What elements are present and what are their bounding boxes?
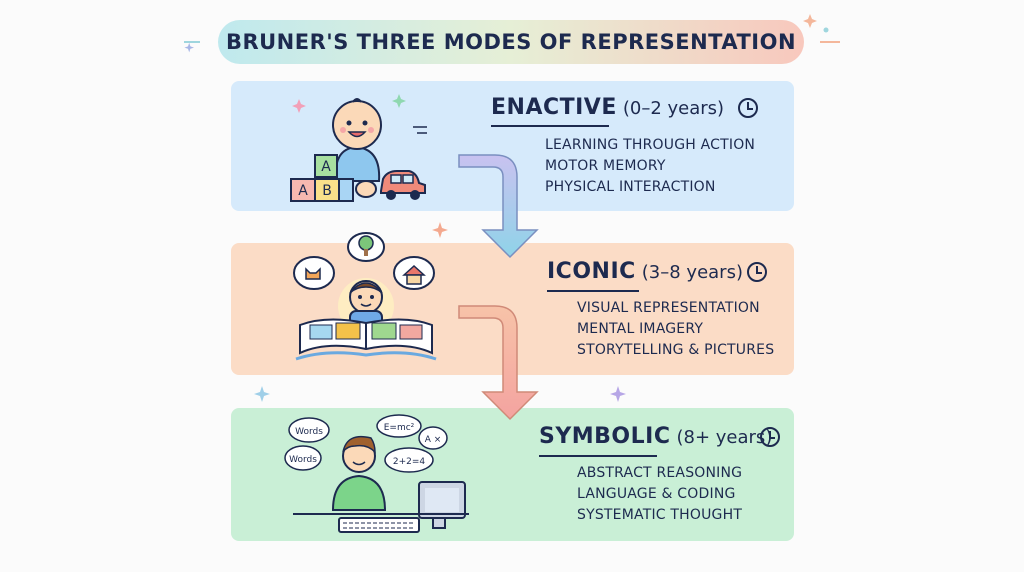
list-item: LANGUAGE & CODING <box>577 486 736 502</box>
clock-icon <box>760 427 780 447</box>
speech-bubble: Words <box>284 445 322 471</box>
speech-bubble: Words <box>288 417 330 443</box>
sparkle-decoration <box>803 14 840 43</box>
cat-icon <box>293 256 335 290</box>
sparkle-decoration <box>254 386 270 402</box>
house-icon <box>393 256 435 290</box>
svg-text:Words: Words <box>289 455 317 465</box>
stage-items: LEARNING THROUGH ACTION MOTOR MEMORY PHY… <box>545 135 755 198</box>
sparkle-icon <box>392 94 406 108</box>
stage-items: ABSTRACT REASONING LANGUAGE & CODING SYS… <box>577 463 742 526</box>
stage-title-enactive: ENACTIVE (0–2 years) <box>491 95 724 120</box>
alphabet-blocks: A A B <box>290 154 354 202</box>
list-item: PHYSICAL INTERACTION <box>545 179 716 195</box>
sparkle-icon <box>292 99 306 113</box>
stage-name: ICONIC <box>547 259 636 284</box>
toy-car-icon <box>380 170 426 200</box>
list-item: SYSTEMATIC THOUGHT <box>577 507 743 523</box>
computer-icon <box>418 481 466 529</box>
stage-age: (8+ years) <box>676 427 773 448</box>
clock-icon <box>747 262 767 282</box>
reading-child-illustration <box>293 232 437 361</box>
open-book-icon <box>295 318 437 361</box>
list-item: STORYTELLING & PICTURES <box>577 342 775 358</box>
list-item: MENTAL IMAGERY <box>577 321 704 337</box>
sparkle-decoration <box>610 386 626 402</box>
title-underline <box>539 455 657 457</box>
speech-bubble: E=mc² <box>376 414 422 438</box>
clock-icon <box>738 98 758 118</box>
svg-text:Words: Words <box>295 427 323 437</box>
svg-text:E=mc²: E=mc² <box>384 423 415 433</box>
title-underline <box>547 290 639 292</box>
stage-title-iconic: ICONIC (3–8 years) <box>547 259 743 284</box>
stage-age: (3–8 years) <box>641 262 743 283</box>
student-body <box>331 474 387 511</box>
coding-student-illustration: Words Words E=mc² 2+2=4 A × <box>284 414 469 533</box>
list-item: MOTOR MEMORY <box>545 158 666 174</box>
svg-text:B: B <box>322 183 332 199</box>
baby-illustration: A A B <box>290 94 427 202</box>
symbolic-card: Words Words E=mc² 2+2=4 A × <box>231 408 794 541</box>
svg-text:A: A <box>321 159 331 175</box>
speech-bubble: A × <box>418 426 448 450</box>
svg-text:A: A <box>298 183 308 199</box>
stage-age: (0–2 years) <box>622 98 725 119</box>
tree-icon <box>347 232 385 262</box>
list-item: ABSTRACT REASONING <box>577 465 743 481</box>
down-arrow-icon <box>458 154 539 259</box>
baby-icon <box>332 100 382 150</box>
title-banner: BRUNER'S THREE MODES OF REPRESENTATION <box>218 20 804 64</box>
down-arrow-icon <box>458 305 539 421</box>
baby-body <box>334 145 381 182</box>
stage-title-symbolic: SYMBOLIC (8+ years) <box>539 424 772 449</box>
svg-text:2+2=4: 2+2=4 <box>393 457 426 467</box>
svg-text:A ×: A × <box>425 435 442 445</box>
sparkle-decoration <box>184 41 200 53</box>
sparkle-decoration <box>432 222 448 238</box>
stage-name: SYMBOLIC <box>539 424 671 449</box>
stage-name: ENACTIVE <box>491 95 617 120</box>
speech-bubble: 2+2=4 <box>384 447 434 473</box>
page-title: BRUNER'S THREE MODES OF REPRESENTATION <box>225 30 797 54</box>
list-item: LEARNING THROUGH ACTION <box>545 137 756 153</box>
list-item: VISUAL REPRESENTATION <box>577 300 760 316</box>
keyboard-icon <box>338 517 420 533</box>
title-underline <box>491 125 609 127</box>
stage-items: VISUAL REPRESENTATION MENTAL IMAGERY STO… <box>577 298 774 361</box>
